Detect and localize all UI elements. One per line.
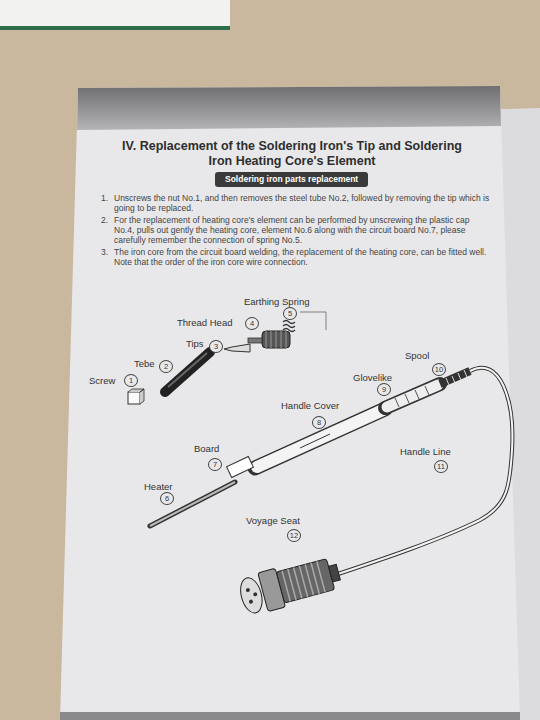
callout-number: 11	[434, 460, 448, 473]
drawing-part	[328, 564, 340, 582]
drawing-part	[266, 331, 286, 348]
callout-number: 8	[312, 416, 326, 429]
drawing-part	[283, 321, 295, 332]
part-name: Thread Head	[177, 317, 232, 328]
part-name: Board	[194, 443, 219, 454]
part-name: Heater	[144, 481, 173, 492]
drawing-part	[282, 561, 325, 601]
drawing-part	[276, 559, 335, 603]
page-title: IV. Replacement of the Soldering Iron's …	[122, 139, 462, 169]
callout-number: 5	[283, 307, 297, 320]
band-text: Soldering iron parts replacement	[225, 174, 358, 184]
drawing-part	[0, 26, 230, 30]
callout-number: 4	[245, 317, 259, 330]
drawing-part	[60, 712, 520, 720]
part-name: Voyage Seat	[246, 515, 300, 526]
callout-number: 3	[209, 340, 223, 353]
drawing-part	[395, 386, 429, 407]
drawing-part	[168, 353, 207, 387]
callout-number: 9	[377, 383, 391, 396]
part-name: Earthing Spring	[244, 296, 309, 307]
step-number: 3.	[101, 247, 108, 257]
callout-number: 7	[208, 458, 222, 471]
callout-number: 1	[124, 374, 138, 387]
drawing-part	[227, 456, 254, 477]
drawing-part	[300, 312, 326, 313]
part-name: Handle Cover	[281, 400, 339, 411]
drawing-part	[446, 370, 467, 385]
drawing-part	[128, 392, 140, 404]
part-name: Tebe	[134, 358, 155, 369]
drawing-part	[338, 368, 512, 574]
drawing-part	[257, 410, 383, 467]
step-text: Unscrews the nut No.1, and then removes …	[114, 193, 492, 213]
callout-number: 12	[287, 529, 301, 542]
drawing-part	[237, 575, 266, 615]
drawing-part	[253, 592, 258, 597]
section-band: Soldering iron parts replacement	[215, 172, 368, 187]
drawing-part	[255, 409, 385, 468]
drawing-part	[262, 331, 290, 348]
drawing-part	[385, 384, 440, 408]
drawing-part	[249, 599, 254, 604]
step-text: The iron core from the circuit board wel…	[114, 247, 492, 267]
drawing-part	[338, 368, 512, 574]
drawing-part	[77, 86, 501, 130]
drawing-part	[165, 352, 210, 392]
drawing-part	[0, 0, 230, 28]
drawing-part	[245, 588, 250, 593]
drawing-part	[300, 434, 330, 448]
drawing-part	[237, 553, 344, 618]
step-number: 1.	[101, 193, 108, 203]
drawing-part	[224, 344, 250, 352]
callout-number: 6	[160, 492, 174, 505]
drawing-part	[60, 86, 520, 720]
drawing-part	[326, 312, 327, 330]
step-text: For the replacement of heating core's el…	[114, 215, 492, 245]
drawing-part	[248, 338, 262, 343]
drawing-part	[128, 389, 144, 404]
drawing-part	[387, 385, 438, 407]
part-name: Tips	[186, 338, 204, 349]
step-number: 2.	[101, 215, 108, 225]
callout-number: 2	[159, 360, 173, 373]
part-name: Spool	[405, 350, 429, 361]
part-name: Handle Line	[400, 446, 451, 457]
part-name: Screw	[89, 375, 115, 386]
callout-number: 10	[432, 363, 446, 376]
part-name: Glovelike	[353, 372, 392, 383]
